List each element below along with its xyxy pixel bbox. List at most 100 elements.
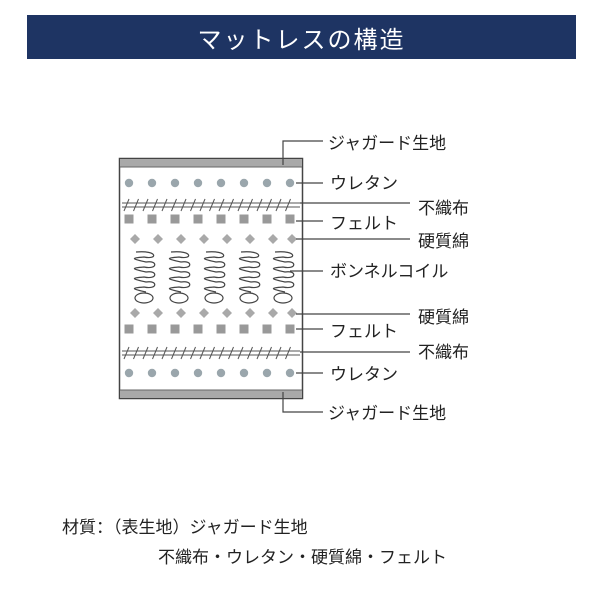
hardcotton-diamond-top xyxy=(153,234,163,244)
felt-square-bottom xyxy=(285,324,295,334)
hatch-slash xyxy=(237,198,244,212)
felt-square-top xyxy=(170,214,180,224)
hatch-slash xyxy=(247,346,253,360)
urethane-dot-bottom xyxy=(193,368,203,378)
hatch-slash xyxy=(275,198,282,212)
hatch-slash xyxy=(190,346,196,360)
label-jacquard-top: ジャガード生地 xyxy=(328,134,446,154)
page-title: マットレスの構造 xyxy=(197,25,406,54)
felt-square-top xyxy=(239,214,249,224)
hatch-slash xyxy=(123,346,130,360)
hatch-slash xyxy=(180,346,187,360)
jacquard-band-top xyxy=(120,159,302,167)
hatch-slash xyxy=(190,198,196,212)
hatch-slash xyxy=(142,346,149,360)
hardcotton-diamond-top xyxy=(222,234,232,244)
bonnel-coil-spring xyxy=(133,251,156,304)
felt-square-bottom xyxy=(216,324,226,334)
urethane-dot-top xyxy=(285,178,295,188)
hardcotton-diamond-top xyxy=(130,234,140,244)
spring-coil xyxy=(133,251,156,293)
nonwoven-row-bottom xyxy=(122,346,300,360)
felt-square-bottom xyxy=(239,324,249,334)
materials-line-1: 材質：（表生地）ジャガード生地 xyxy=(62,518,308,538)
hatch-slash xyxy=(152,198,158,212)
hatch-slash xyxy=(266,198,272,212)
urethane-dot-top xyxy=(216,178,226,188)
spring-coil xyxy=(238,251,261,293)
nonwoven-row-top xyxy=(122,198,300,212)
label-felt-bottom: フェルト xyxy=(330,322,398,342)
hatch-slash xyxy=(161,346,168,360)
hardcotton-diamond-top xyxy=(176,234,186,244)
hardcotton-diamond-top xyxy=(245,234,255,244)
bonnel-coil-spring xyxy=(203,251,226,304)
hardcotton-diamond-bottom xyxy=(245,308,255,318)
bonnel-coil-spring xyxy=(272,251,295,304)
felt-square-bottom xyxy=(124,324,134,334)
hardcotton-diamond-bottom xyxy=(222,308,232,318)
spring-base xyxy=(273,292,293,304)
hatch-slash xyxy=(285,346,291,360)
hardcotton-diamond-bottom xyxy=(176,308,186,318)
hatch-slash xyxy=(209,346,215,360)
urethane-dot-bottom xyxy=(285,368,295,378)
hatch-slash xyxy=(237,346,244,360)
urethane-dot-top xyxy=(193,178,203,188)
hatch-slash xyxy=(218,198,225,212)
bonnel-coil-spring xyxy=(238,251,261,304)
hatch-slash xyxy=(152,346,158,360)
label-hardcotton-bottom: 硬質綿 xyxy=(418,308,469,328)
hardcotton-diamond-top xyxy=(287,234,297,244)
label-urethane-top: ウレタン xyxy=(330,174,398,194)
hatch-slash xyxy=(133,198,139,212)
hardcotton-diamond-bottom xyxy=(268,308,278,318)
hatch-slash xyxy=(171,346,177,360)
spring-base xyxy=(204,292,224,304)
hardcotton-diamond-bottom xyxy=(130,308,140,318)
spring-base xyxy=(134,292,154,304)
spring-coil xyxy=(168,251,191,293)
label-nonwoven-bottom: 不織布 xyxy=(418,343,469,363)
leader-jacquard-top xyxy=(282,140,323,165)
felt-square-top xyxy=(216,214,226,224)
label-nonwoven-top: 不織布 xyxy=(418,199,469,219)
urethane-dot-bottom xyxy=(147,368,157,378)
felt-square-top xyxy=(285,214,295,224)
hatch-slash xyxy=(199,198,206,212)
hatch-slash xyxy=(161,198,168,212)
urethane-dot-bottom xyxy=(239,368,249,378)
hardcotton-diamond-bottom xyxy=(153,308,163,318)
urethane-dot-top xyxy=(262,178,272,188)
materials-line-2: 不織布・ウレタン・硬質綿・フェルト xyxy=(158,548,447,568)
hatch-slash xyxy=(133,346,139,360)
hatch-slash xyxy=(228,346,234,360)
urethane-dot-bottom xyxy=(216,368,226,378)
urethane-dot-top xyxy=(170,178,180,188)
mattress-outline xyxy=(118,157,304,400)
hatch-slash xyxy=(228,198,234,212)
hatch-slash xyxy=(171,198,177,212)
urethane-dot-bottom xyxy=(262,368,272,378)
urethane-dot-top xyxy=(147,178,157,188)
felt-square-bottom xyxy=(262,324,272,334)
hardcotton-diamond-bottom xyxy=(199,308,209,318)
title-banner: マットレスの構造 xyxy=(27,15,576,59)
hatch-slash xyxy=(256,198,263,212)
urethane-dot-bottom xyxy=(124,368,134,378)
label-bonnel-coil: ボンネルコイル xyxy=(330,262,448,282)
hatch-slash xyxy=(275,346,282,360)
hatch-slash xyxy=(199,346,206,360)
felt-square-bottom xyxy=(193,324,203,334)
label-hardcotton-top: 硬質綿 xyxy=(418,232,469,252)
bonnel-coil-spring xyxy=(168,251,191,304)
spring-coil xyxy=(203,251,226,293)
urethane-dot-top xyxy=(239,178,249,188)
urethane-dot-top xyxy=(124,178,134,188)
hatch-slash xyxy=(218,346,225,360)
label-jacquard-bottom: ジャガード生地 xyxy=(328,404,446,424)
felt-square-top xyxy=(124,214,134,224)
hatch-slash xyxy=(209,198,215,212)
leader-jacquard-bottom xyxy=(282,392,323,413)
